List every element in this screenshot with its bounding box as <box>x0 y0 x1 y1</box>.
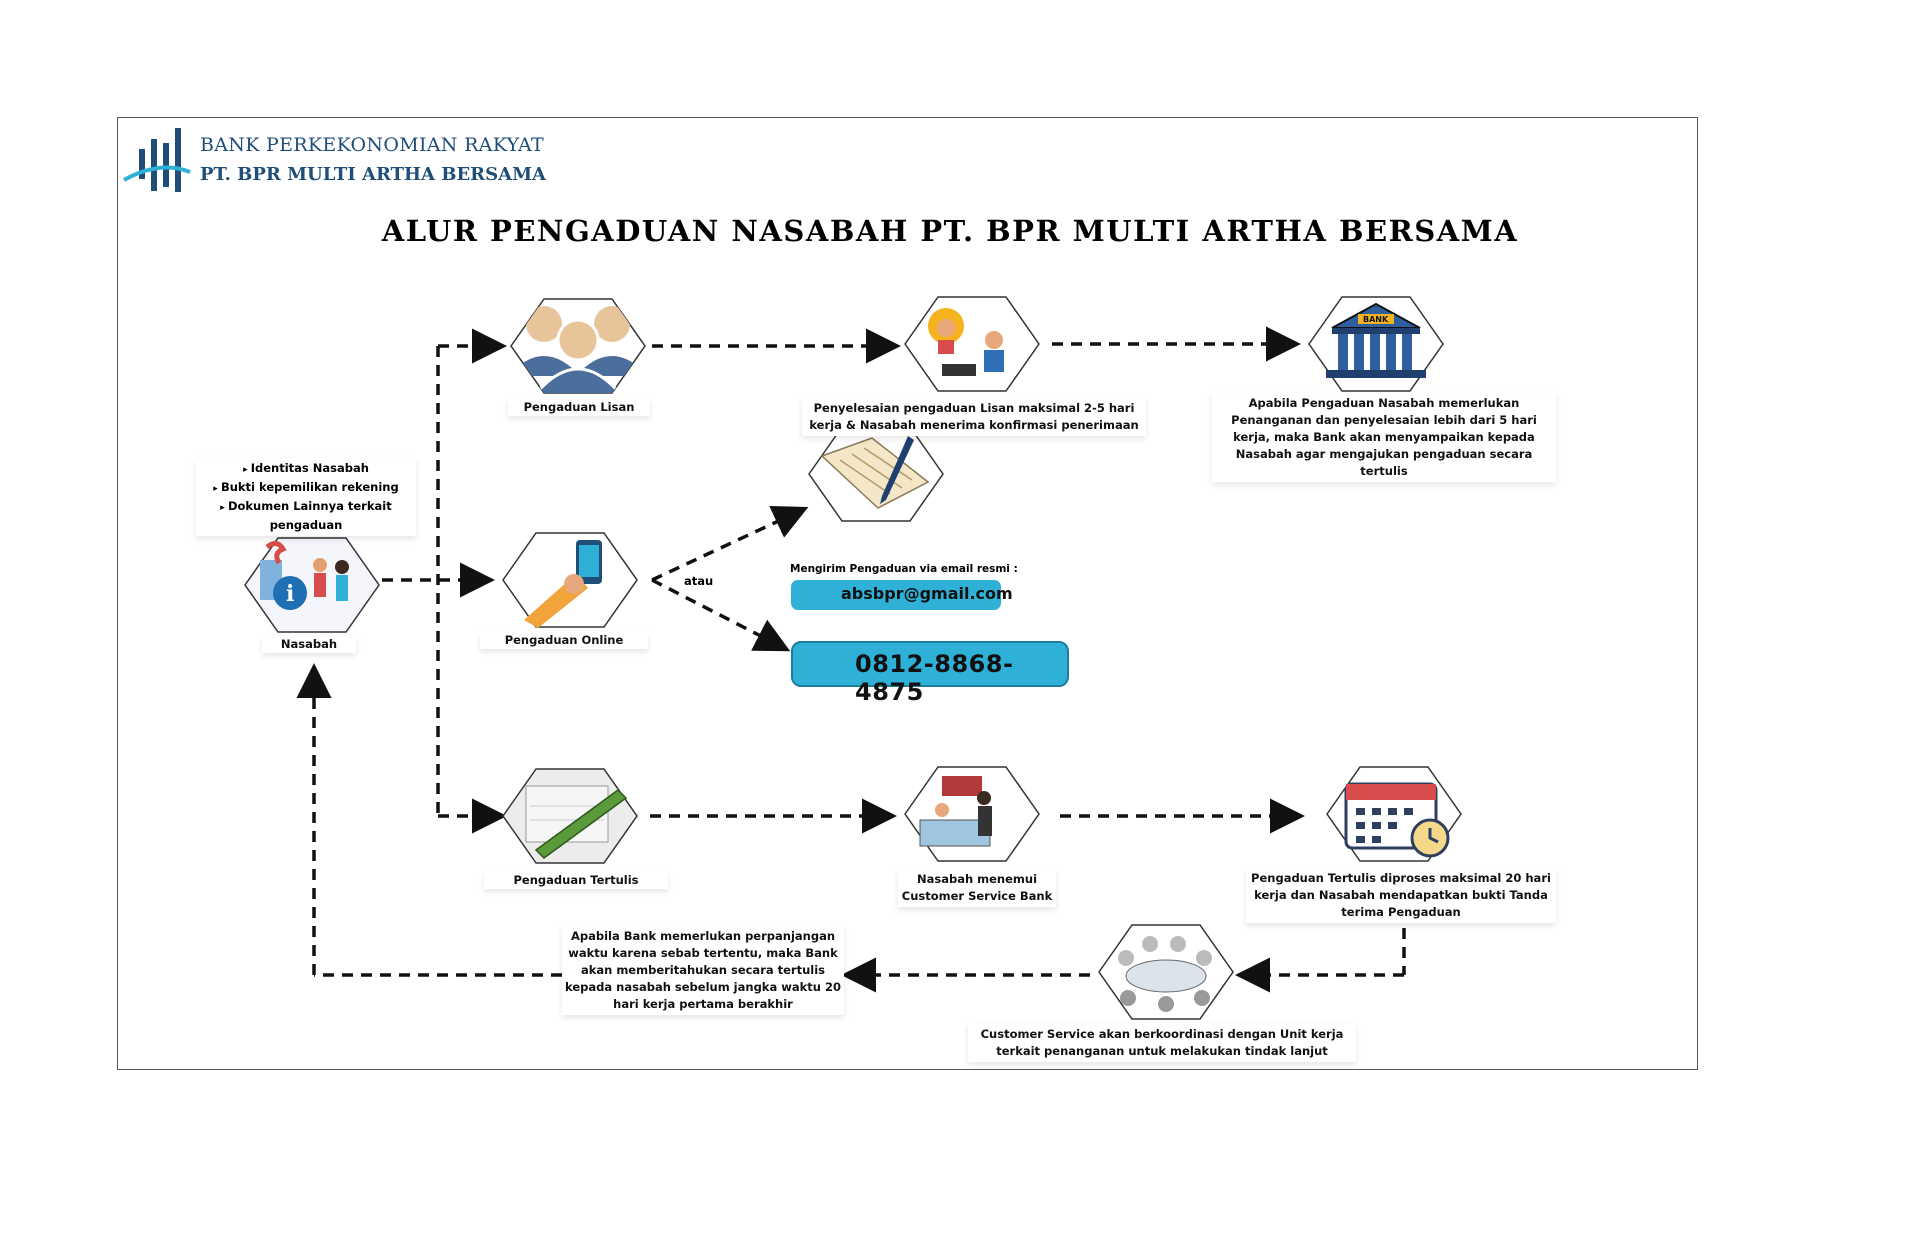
customer-service-desk-icon <box>904 766 1040 862</box>
customer-service-call-icon <box>904 296 1040 392</box>
whatsapp-contact-pill[interactable]: 0812-8868-4875 <box>791 641 1069 706</box>
tertulis-step4-label: Customer Service akan berkoordinasi deng… <box>968 1024 1356 1062</box>
requirement-item: Dokumen Lainnya terkait pengaduan <box>196 498 416 534</box>
pengaduan-lisan-people-icon <box>510 298 646 394</box>
pengaduan-online-phone-icon <box>502 532 638 628</box>
nasabah-requirements: Identitas Nasabah Bukti kepemilikan reke… <box>196 458 416 536</box>
pengaduan-online-label: Pengaduan Online <box>480 632 648 649</box>
tertulis-step2-label: Nasabah menemui Customer Service Bank <box>898 869 1056 907</box>
meeting-team-icon <box>1098 924 1234 1020</box>
letter-pen-icon <box>808 426 944 522</box>
pengaduan-tertulis-paper-icon <box>502 768 638 864</box>
email-address: absbpr@gmail.com <box>841 584 1013 603</box>
pengaduan-lisan-label: Pengaduan Lisan <box>508 399 650 416</box>
email-caption: Mengirim Pengaduan via email resmi : <box>790 563 1018 575</box>
nasabah-hexagon-icon: i <box>244 537 380 633</box>
whatsapp-number: 0812-8868-4875 <box>855 650 1014 706</box>
flow-arrows <box>296 326 1406 993</box>
svg-text:i: i <box>286 581 294 607</box>
brand-line-2: PT. BPR MULTI ARTHA BERSAMA <box>200 164 546 185</box>
brand-line-1: BANK PERKEKONOMIAN RAKYAT <box>200 134 545 156</box>
atau-label: atau <box>684 574 714 588</box>
email-contact-pill[interactable]: absbpr@gmail.com <box>791 580 1013 610</box>
diagram-frame <box>117 117 1698 1070</box>
calendar-clock-icon <box>1326 766 1462 862</box>
requirement-item: Identitas Nasabah <box>196 460 416 479</box>
nasabah-label: Nasabah <box>262 636 356 653</box>
bank-building-icon: BANK <box>1308 296 1444 392</box>
page-title: ALUR PENGADUAN NASABAH PT. BPR MULTI ART… <box>381 214 1519 248</box>
bank-logo-icon <box>123 128 191 192</box>
tertulis-step5-label: Apabila Bank memerlukan perpanjangan wak… <box>562 926 844 1015</box>
svg-text:BANK: BANK <box>1363 315 1389 324</box>
pengaduan-tertulis-label: Pengaduan Tertulis <box>484 872 668 889</box>
tertulis-step3-label: Pengaduan Tertulis diproses maksimal 20 … <box>1246 868 1556 923</box>
requirement-item: Bukti kepemilikan rekening <box>196 479 416 498</box>
lisan-step2-label: Penyelesaian pengaduan Lisan maksimal 2-… <box>802 398 1146 436</box>
lisan-step3-label: Apabila Pengaduan Nasabah memerlukan Pen… <box>1212 393 1556 482</box>
